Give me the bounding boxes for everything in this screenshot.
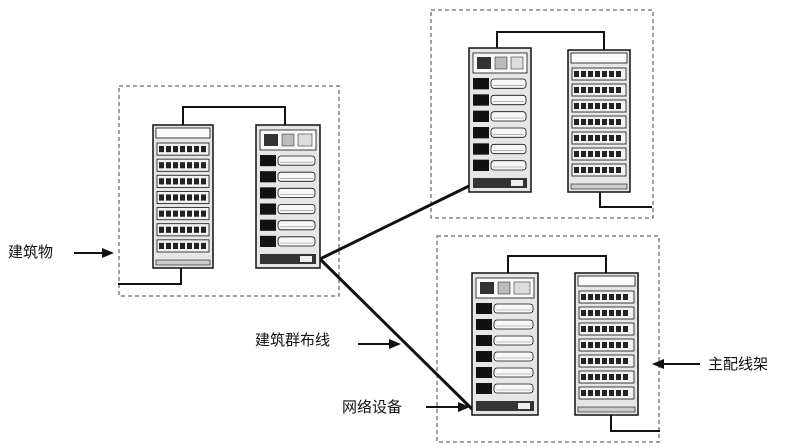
arrow-network-equipment-head: [458, 402, 470, 412]
racks-layer: [152, 47, 639, 416]
arrow-campus-cabling-head: [389, 339, 401, 349]
cable-tail-top-right: [599, 192, 652, 208]
label-campus-cabling: 建筑群布线: [255, 331, 331, 349]
arrow-building-head: [102, 248, 114, 258]
building-enclosure-top-right: [430, 9, 654, 219]
patch-rack-top-right-building: [567, 49, 631, 193]
cable-tail-bottom-right: [610, 415, 660, 432]
network-rack-left-building: [255, 124, 321, 269]
patch-rack-bottom-right-building: [574, 272, 639, 416]
arrow-main-distribution-frame-head: [652, 359, 664, 369]
campus-cable-to-bottom-right: [318, 257, 474, 411]
label-main-distribution-frame: 主配线架: [708, 355, 769, 373]
rack-link-top-right: [496, 31, 605, 50]
cable-tail-left: [118, 268, 182, 285]
network-rack-top-right-building: [468, 47, 532, 193]
campus-cable-to-top-right: [319, 184, 470, 261]
label-network-equipment: 网络设备: [342, 398, 403, 416]
building-enclosure-bottom-right: [436, 235, 660, 443]
building-enclosure-left: [118, 85, 340, 297]
rack-link-left: [182, 106, 286, 125]
label-building: 建筑物: [8, 243, 54, 261]
network-rack-bottom-right-building: [471, 272, 539, 416]
patch-rack-left-building: [152, 124, 214, 269]
rack-link-bottom-right: [507, 255, 607, 273]
